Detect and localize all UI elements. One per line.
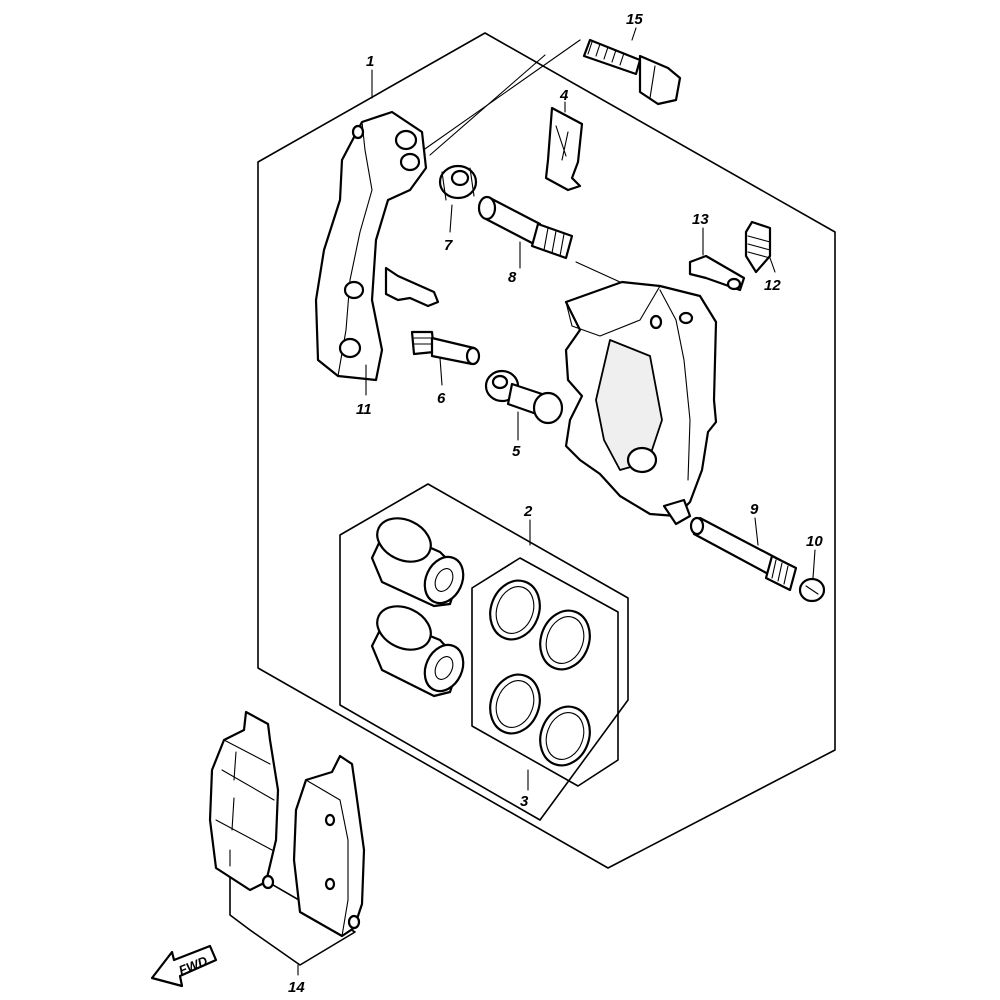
callout-3: 3: [520, 793, 529, 810]
part-14-brake-pad-left: [208, 710, 280, 892]
part-9-pad-pin: [689, 516, 798, 592]
callout-14: 14: [288, 979, 305, 996]
callout-13: 13: [692, 211, 709, 228]
part-7-boot: [438, 164, 478, 201]
callout-4: 4: [559, 87, 569, 104]
callout-10: 10: [806, 533, 823, 550]
leader-line-12: [769, 257, 776, 273]
piston-kit-outline: [339, 483, 629, 821]
part-3-seal-top-left: [489, 579, 541, 641]
part-3-seal-top-right: [539, 609, 591, 671]
callout-11: 11: [356, 401, 372, 418]
bolt-axis-line: [411, 39, 581, 159]
bolt-axis-line-2: [429, 54, 546, 156]
leader-line-15: [631, 27, 637, 41]
callout-8: 8: [508, 269, 517, 286]
part-13-bleeder-cap: [688, 254, 746, 292]
part-11-pad-spring: [384, 266, 440, 308]
callout-9: 9: [750, 501, 759, 518]
callout-5: 5: [512, 443, 521, 460]
part-8-slide-pin: [477, 195, 574, 260]
part-4-clip: [544, 106, 584, 192]
part-2-piston-lower: [370, 605, 465, 698]
caliper-body: [564, 280, 718, 526]
part-14-brake-pad-right: [292, 754, 366, 938]
seal-kit-outline: [471, 557, 619, 787]
pin-axis-line: [575, 261, 621, 283]
part-5-pin-with-boot: [484, 369, 564, 425]
leader-line-10: [812, 549, 816, 579]
leader-line-6: [439, 357, 443, 386]
callout-labels: 1 2 3 4 5 6 7 8 9 10 11 12 13 14 15: [288, 11, 823, 996]
leader-line-9: [754, 517, 759, 546]
caliper-assembly-outline: [257, 32, 836, 869]
part-12-bleeder-valve: [744, 220, 772, 274]
part-6-slide-pin: [410, 330, 481, 366]
callout-2: 2: [523, 503, 533, 520]
callout-12: 12: [764, 277, 781, 294]
part-1-caliper-bracket: [314, 110, 428, 382]
part-10-plug: [798, 577, 826, 603]
callout-7: 7: [444, 237, 453, 254]
callout-6: 6: [437, 390, 446, 407]
part-3-seal-bottom-left: [489, 673, 541, 735]
leader-line-7: [449, 204, 453, 233]
part-3-seal-bottom-right: [539, 705, 591, 767]
callout-1: 1: [366, 53, 374, 70]
fwd-arrow-icon: FWD: [150, 944, 218, 988]
part-2-piston-upper: [370, 517, 465, 608]
callout-15: 15: [626, 11, 643, 28]
part-15-bolt: [582, 38, 682, 106]
